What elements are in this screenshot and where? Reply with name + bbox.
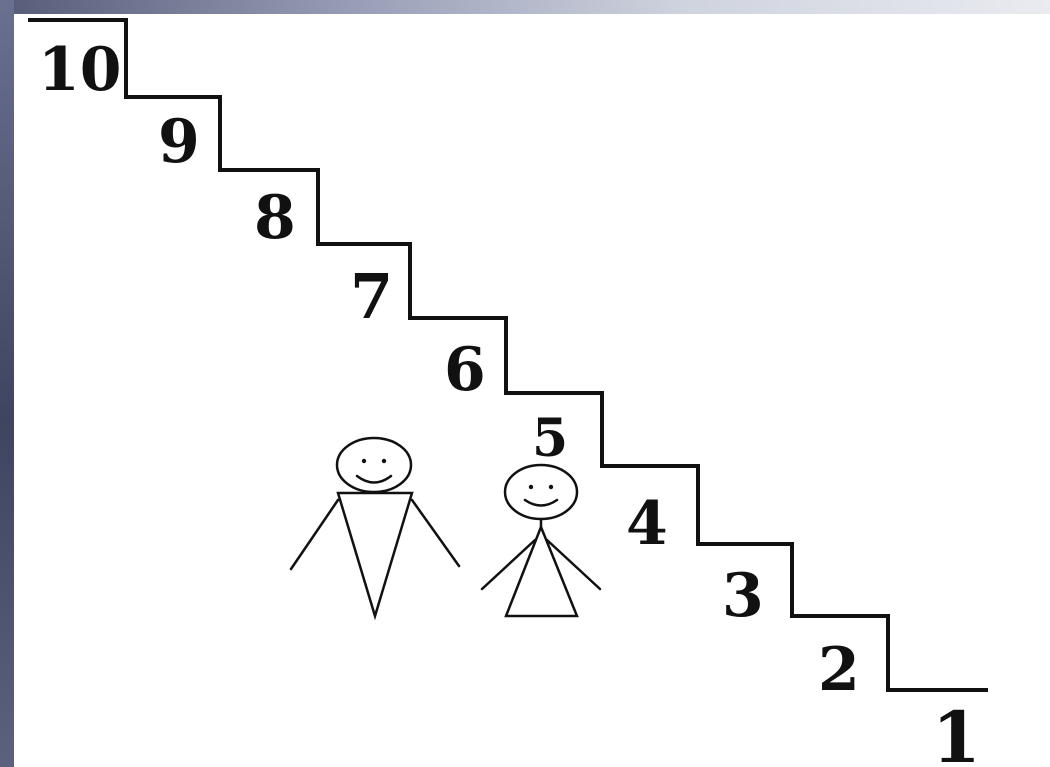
step-label-9: 9 (158, 107, 200, 177)
step-label-8: 8 (254, 183, 296, 253)
step-label-2: 2 (818, 635, 860, 705)
man-smile (357, 476, 391, 483)
woman-left-eye (529, 485, 533, 489)
step-label-4: 4 (626, 489, 668, 559)
woman-dress (506, 527, 577, 616)
man-body (338, 493, 412, 616)
woman-head (505, 465, 577, 519)
woman-smile (525, 500, 557, 506)
man-left-eye (362, 459, 366, 463)
step-label-1: 1 (932, 696, 981, 767)
woman-right-eye (549, 485, 553, 489)
man-right-eye (382, 459, 386, 463)
man-right-arm (412, 500, 459, 566)
step-label-6: 6 (444, 335, 486, 405)
step-label-5: 5 (532, 408, 568, 469)
step-label-7: 7 (350, 260, 393, 333)
man-left-arm (291, 500, 338, 569)
stick-figure-man (291, 438, 459, 616)
step-label-3: 3 (722, 561, 764, 631)
stick-figure-woman (482, 465, 600, 616)
man-head (337, 438, 411, 492)
step-label-10: 10 (38, 35, 122, 105)
